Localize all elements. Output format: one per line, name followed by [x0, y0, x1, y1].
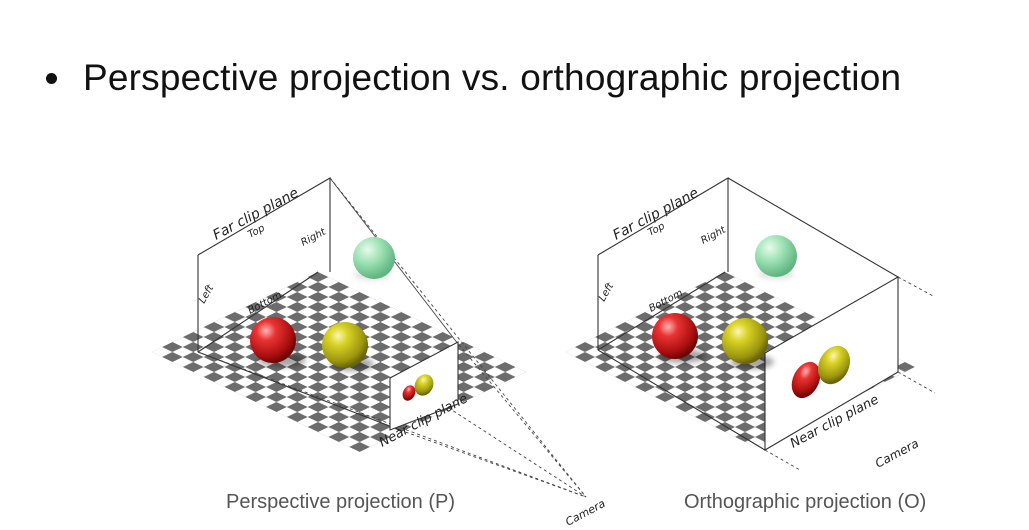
- perspective-red-sphere: [250, 317, 296, 363]
- perspective-yellow-sphere: [322, 322, 368, 368]
- orthographic-right-label: Right: [699, 224, 728, 247]
- perspective-near-plane: [389, 341, 459, 431]
- bullet-dot: [46, 72, 57, 84]
- perspective-green-sphere: [353, 237, 395, 279]
- perspective-diagram: Far clip plane Top Right Left Bottom Nea…: [151, 177, 608, 529]
- slide-bullet-text: Perspective projection vs. orthographic …: [83, 57, 902, 98]
- orthographic-caption: Orthographic projection (O): [684, 491, 927, 513]
- perspective-left-label: Left: [197, 282, 217, 305]
- orthographic-camera-label: Camera: [873, 436, 921, 470]
- orthographic-diagram: Far clip plane Top Right Left Bottom Nea…: [565, 177, 936, 471]
- orthographic-left-label: Left: [597, 280, 617, 303]
- orthographic-red-sphere: [652, 313, 698, 359]
- bullet-line: Perspective projection vs. orthographic …: [46, 48, 901, 108]
- perspective-right-label: Right: [299, 226, 328, 249]
- orthographic-green-sphere: [755, 235, 797, 277]
- perspective-caption: Perspective projection (P): [226, 491, 455, 513]
- perspective-camera-label: Camera: [563, 497, 607, 529]
- orthographic-yellow-sphere: [722, 318, 768, 364]
- orthographic-far-plane: [597, 177, 899, 451]
- orthographic-projection-lines: [764, 276, 936, 471]
